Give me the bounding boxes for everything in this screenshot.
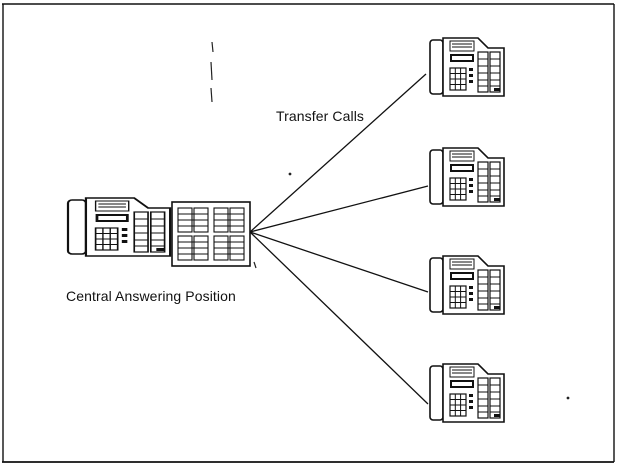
connection-to-extension-phone-3 <box>249 231 429 293</box>
connection-to-extension-phone-2 <box>249 185 429 233</box>
connection-to-extension-phone-1 <box>249 73 427 233</box>
extension-phone-2-icon <box>429 147 505 207</box>
scan-artifacts <box>210 41 570 400</box>
key-expansion-module-icon <box>171 201 251 267</box>
central-answering-position <box>66 196 251 267</box>
diagram-border <box>2 3 615 463</box>
transfer-calls-label: Transfer Calls <box>276 108 365 124</box>
central-telephone-icon <box>66 196 172 258</box>
connection-to-extension-phone-4 <box>249 231 429 405</box>
extension-phone-3-icon <box>429 255 505 315</box>
transfer-connection-lines <box>249 73 429 405</box>
extension-phone-4-icon <box>429 363 505 423</box>
extension-phone-1-icon <box>429 37 505 97</box>
central-answering-position-label: Central Answering Position <box>66 288 236 304</box>
